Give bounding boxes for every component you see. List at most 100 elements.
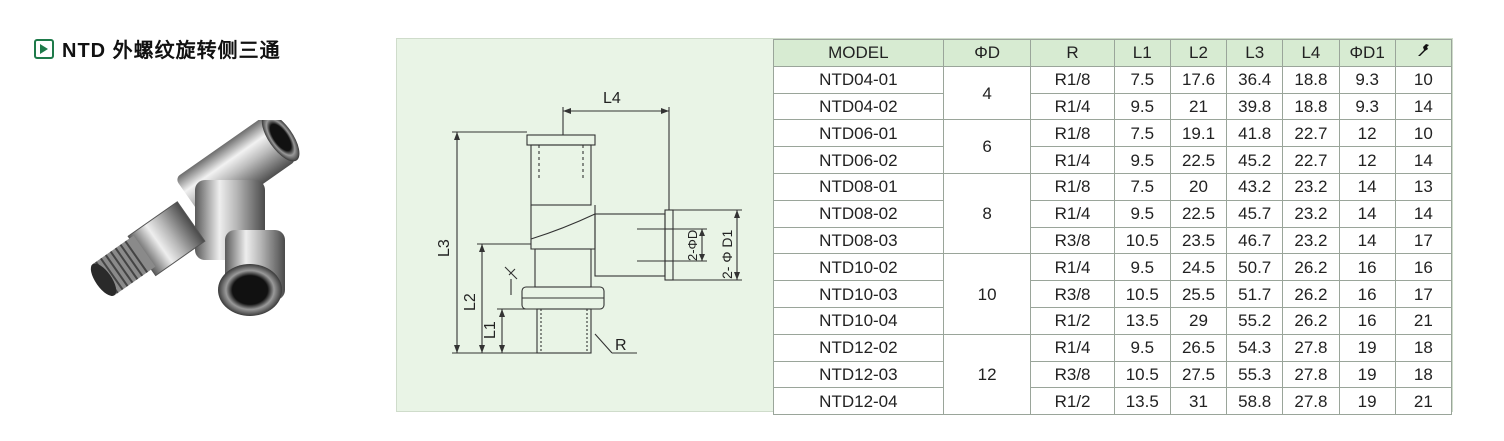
r-cell: R3/8 (1030, 360, 1115, 389)
t-cell: 18 (1394, 360, 1453, 389)
l2-cell: 22.5 (1169, 146, 1228, 174)
l1-cell: 7.5 (1113, 119, 1171, 148)
l2-cell: 27.5 (1169, 360, 1228, 389)
t-cell: 21 (1394, 387, 1453, 416)
l4-cell: 27.8 (1282, 387, 1340, 416)
header-phi-d: ΦD (942, 39, 1032, 67)
l4-cell: 26.2 (1282, 280, 1340, 308)
play-icon (34, 38, 54, 59)
l3-cell: 58.8 (1226, 387, 1284, 416)
diameter-cell: 10 (942, 253, 1032, 335)
header-l2: L2 (1169, 39, 1228, 67)
l3-cell: 55.3 (1226, 360, 1284, 389)
torque-icon (1394, 39, 1453, 67)
diameter-cell: 4 (942, 65, 1032, 121)
l2-cell: 29 (1169, 306, 1228, 335)
r-cell: R1/8 (1030, 119, 1115, 148)
d1-cell: 14 (1338, 199, 1396, 228)
t-cell: 14 (1394, 92, 1453, 121)
l3-cell: 55.2 (1226, 306, 1284, 335)
label-phi-d: 2-ΦD (685, 230, 700, 261)
d1-cell: 19 (1338, 360, 1396, 389)
r-cell: R3/8 (1030, 280, 1115, 308)
r-cell: R3/8 (1030, 226, 1115, 255)
diameter-cell: 6 (942, 119, 1032, 174)
label-phi-d1: 2- Φ D1 (719, 229, 735, 279)
l1-cell: 10.5 (1113, 360, 1171, 389)
l1-cell: 10.5 (1113, 226, 1171, 255)
t-cell: 21 (1394, 306, 1453, 335)
l4-cell: 27.8 (1282, 360, 1340, 389)
l2-cell: 25.5 (1169, 280, 1228, 308)
l3-cell: 45.7 (1226, 199, 1284, 228)
l2-cell: 20 (1169, 172, 1228, 201)
d1-cell: 14 (1338, 226, 1396, 255)
l1-cell: 7.5 (1113, 172, 1171, 201)
header-model: MODEL (773, 39, 944, 67)
d1-cell: 19 (1338, 333, 1396, 362)
d1-cell: 16 (1338, 306, 1396, 335)
t-cell: 18 (1394, 333, 1453, 362)
product-photo (90, 120, 300, 316)
header-phi-d1: ΦD1 (1338, 39, 1396, 67)
l2-cell: 22.5 (1169, 199, 1228, 228)
l2-cell: 21 (1169, 92, 1228, 121)
l1-cell: 13.5 (1113, 387, 1171, 416)
d1-cell: 14 (1338, 172, 1396, 201)
l3-cell: 45.2 (1226, 146, 1284, 174)
l4-cell: 23.2 (1282, 172, 1340, 201)
l4-cell: 18.8 (1282, 92, 1340, 121)
model-cell: NTD10-03 (773, 280, 944, 308)
model-cell: NTD12-02 (773, 333, 944, 362)
dimension-drawing: L4 R L3 L2 L1 2-ΦD 2- Φ D1 (436, 90, 742, 354)
label-l4: L4 (603, 90, 621, 107)
l4-cell: 26.2 (1282, 253, 1340, 282)
l2-cell: 24.5 (1169, 253, 1228, 282)
t-cell: 13 (1394, 172, 1453, 201)
t-cell: 17 (1394, 280, 1453, 308)
l4-cell: 23.2 (1282, 199, 1340, 228)
label-l2: L2 (462, 293, 479, 311)
l1-cell: 13.5 (1113, 306, 1171, 335)
l2-cell: 26.5 (1169, 333, 1228, 362)
table-header-row: MODEL ΦD R L1 L2 L3 L4 ΦD1 (773, 39, 1453, 67)
l1-cell: 9.5 (1113, 199, 1171, 228)
l2-cell: 17.6 (1169, 65, 1228, 94)
t-cell: 16 (1394, 253, 1453, 282)
r-cell: R1/4 (1030, 92, 1115, 121)
l3-cell: 41.8 (1226, 119, 1284, 148)
model-cell: NTD08-03 (773, 226, 944, 255)
product-title: NTD 外螺纹旋转侧三通 (34, 34, 281, 63)
l4-cell: 22.7 (1282, 119, 1340, 148)
model-cell: NTD10-02 (773, 253, 944, 282)
l3-cell: 50.7 (1226, 253, 1284, 282)
l4-cell: 26.2 (1282, 306, 1340, 335)
t-cell: 10 (1394, 65, 1453, 94)
model-cell: NTD08-01 (773, 172, 944, 201)
l4-cell: 23.2 (1282, 226, 1340, 255)
l1-cell: 9.5 (1113, 333, 1171, 362)
model-cell: NTD10-04 (773, 306, 944, 335)
l1-cell: 9.5 (1113, 253, 1171, 282)
l3-cell: 46.7 (1226, 226, 1284, 255)
r-cell: R1/4 (1030, 146, 1115, 174)
label-l3: L3 (436, 239, 453, 257)
d1-cell: 12 (1338, 146, 1396, 174)
l2-cell: 23.5 (1169, 226, 1228, 255)
l3-cell: 54.3 (1226, 333, 1284, 362)
d1-cell: 16 (1338, 253, 1396, 282)
t-cell: 14 (1394, 199, 1453, 228)
spec-panel: L4 R L3 L2 L1 2-ΦD 2- Φ D1 MODEL ΦD R L1… (396, 38, 1453, 416)
model-cell: NTD04-01 (773, 65, 944, 94)
